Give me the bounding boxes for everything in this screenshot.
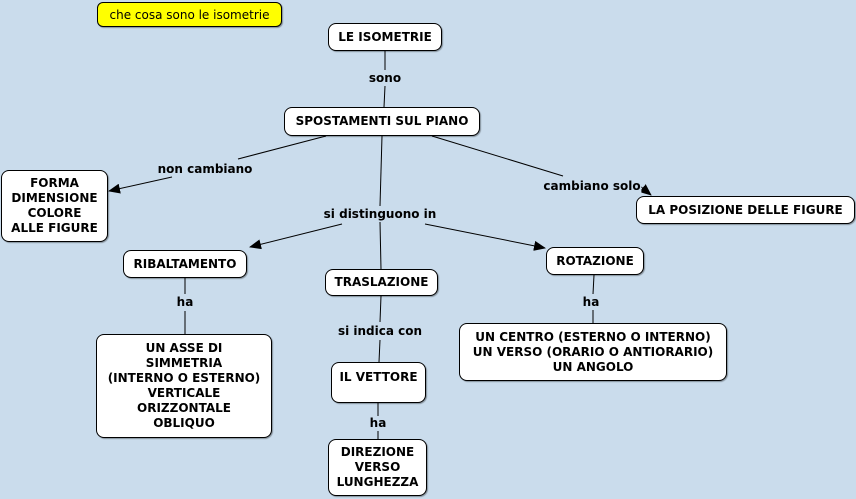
node-rotazione[interactable]: ROTAZIONE [546, 247, 644, 275]
node-forma-dimensione[interactable]: FORMA DIMENSIONE COLORE ALLE FIGURE [1, 170, 108, 242]
link-label-ha: ha [175, 295, 195, 309]
link-label-non-cambiano: non cambiano [156, 162, 254, 176]
link-label-si-indica-con: si indica con [336, 324, 424, 338]
link-label-ha: ha [581, 295, 601, 309]
arrow-cambianosolo-posizione [639, 184, 652, 196]
node-posizione-figure[interactable]: LA POSIZIONE DELLE FIGURE [636, 196, 855, 224]
line-sono-spostamenti [383, 85, 386, 108]
node-label: DIREZIONE VERSO LUNGHEZZA [336, 445, 419, 489]
link-label-sono: sono [367, 71, 403, 85]
node-le-isometrie[interactable]: LE ISOMETRIE [328, 23, 442, 51]
line-spostamenti-noncambiano [237, 135, 327, 160]
line-traslazione-siindica [379, 295, 382, 323]
node-asse-simmetria[interactable]: UN ASSE DI SIMMETRIA (INTERNO O ESTERNO)… [96, 334, 272, 438]
arrow-sidistinguono-ribaltamento [249, 223, 343, 250]
line-rotazione-ha [592, 274, 595, 295]
node-label: LA POSIZIONE DELLE FIGURE [648, 202, 843, 217]
node-label: ROTAZIONE [556, 253, 634, 268]
node-spostamenti-sul-piano[interactable]: SPOSTAMENTI SUL PIANO [284, 107, 480, 136]
node-label: SPOSTAMENTI SUL PIANO [295, 114, 469, 128]
line-siindica-vettore [378, 339, 381, 363]
node-direzione-verso-lunghezza[interactable]: DIREZIONE VERSO LUNGHEZZA [328, 439, 427, 496]
node-label: LE ISOMETRIE [338, 29, 432, 44]
node-il-vettore[interactable]: IL VETTORE [331, 362, 426, 403]
node-label: FORMA DIMENSIONE COLORE ALLE FIGURE [11, 176, 98, 235]
arrow-noncambiano-forma [108, 176, 173, 194]
node-label: UN CENTRO (ESTERNO O INTERNO) UN VERSO (… [472, 329, 714, 374]
line-sidistinguono-traslazione [379, 221, 382, 270]
node-ribaltamento[interactable]: RIBALTAMENTO [123, 250, 247, 278]
node-label: TRASLAZIONE [334, 275, 429, 289]
link-label-si-distinguono-in: si distinguono in [322, 207, 438, 221]
line-spostamenti-cambianosolo [431, 135, 564, 177]
node-label: IL VETTORE [339, 370, 418, 384]
line-spostamenti-sidistinguono [379, 135, 383, 207]
node-label: RIBALTAMENTO [133, 256, 237, 271]
node-centro-verso-angolo[interactable]: UN CENTRO (ESTERNO O INTERNO) UN VERSO (… [459, 323, 727, 381]
link-label-cambiano-solo: cambiano solo [542, 179, 642, 193]
arrow-sidistinguono-rotazione [424, 223, 546, 251]
note-title[interactable]: che cosa sono le isometrie [97, 2, 282, 27]
note-text: che cosa sono le isometrie [109, 7, 270, 22]
node-label: UN ASSE DI SIMMETRIA (INTERNO O ESTERNO)… [107, 341, 261, 430]
node-traslazione[interactable]: TRASLAZIONE [325, 269, 438, 296]
link-label-ha: ha [368, 416, 388, 430]
